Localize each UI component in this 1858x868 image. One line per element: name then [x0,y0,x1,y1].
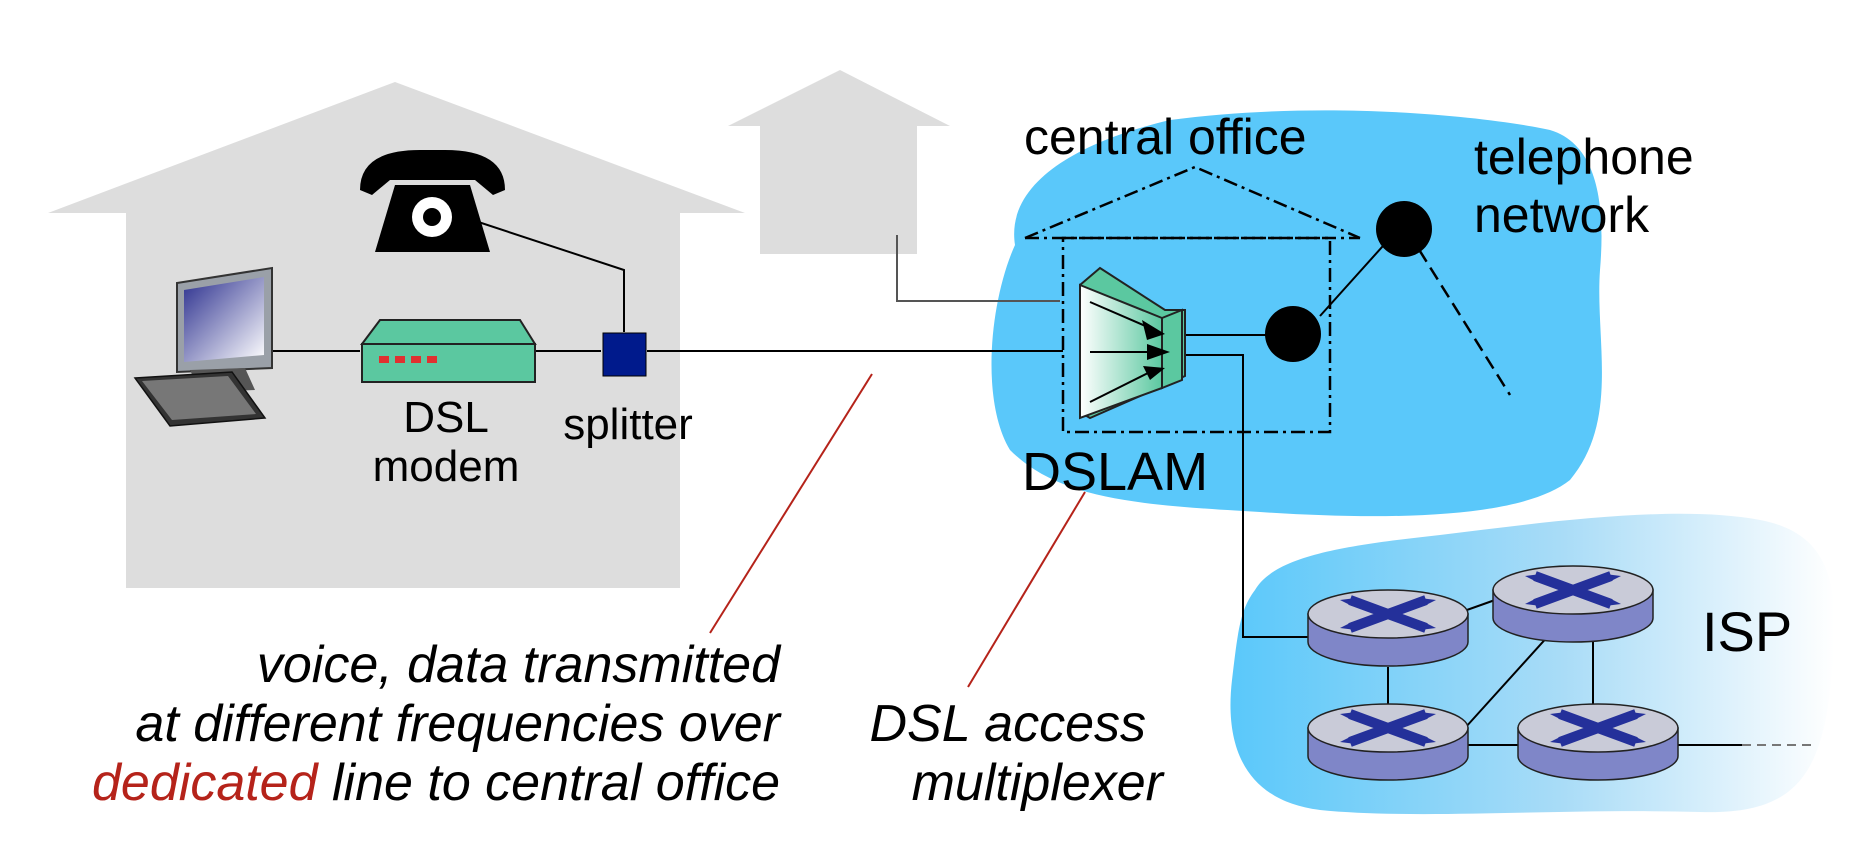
dslam-caption-line2: multiplexer [912,754,1166,812]
telephone-network-label-line2: network [1474,187,1650,243]
desktop-computer-icon [133,266,273,427]
line-caption-line2: at different frequencies over [135,695,782,753]
central-office-boundary [1061,236,1332,434]
router-icon [1518,704,1678,780]
neighbor-house [728,70,950,254]
router-icon [1308,704,1468,780]
line-caption-line3-rest: line to central office [318,754,780,812]
telephone-network-label-line1: telephone [1474,129,1694,185]
splitter-icon [602,332,647,377]
router-icon [1493,566,1653,642]
central-office-roof [1024,165,1361,240]
dsl-modem-label-line1: DSL [403,393,489,442]
isp-label: ISP [1702,600,1792,663]
line-caption-line3: dedicated line to central office [92,754,780,812]
telephone-switch-icon [1376,201,1432,257]
line-caption-line1: voice, data transmitted [257,636,782,694]
dslam-label: DSLAM [1022,442,1208,502]
dslam-icon [1079,266,1186,420]
dsl-modem-label-line2: modem [373,442,520,491]
dedicated-emphasis: dedicated [92,754,320,812]
router-icon [1308,590,1468,666]
dslam-callout [967,491,1086,688]
dslam-caption-line1: DSL access [869,695,1146,753]
telephone-switch-icon [1265,306,1321,362]
dsl-modem-icon [360,319,537,383]
line-callout [709,373,873,634]
telephone-icon [360,150,505,252]
splitter-label: splitter [563,400,693,449]
central-office-label: central office [1024,109,1307,165]
